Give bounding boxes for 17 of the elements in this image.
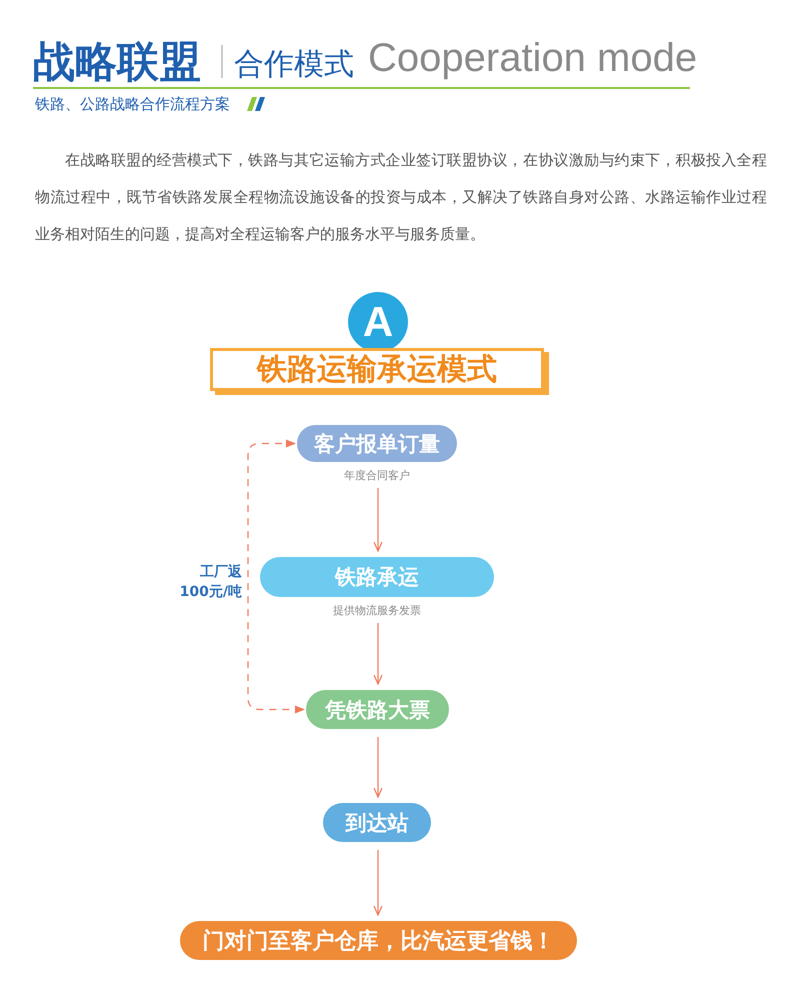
- arrow: [373, 623, 383, 685]
- result-pill: 门对门至客户仓库，比汽运更省钱！: [180, 921, 577, 960]
- node-label: 提供物流服务发票: [333, 603, 421, 618]
- section-heading: 合作模式: [234, 46, 354, 84]
- step-pill: 凭铁路大票: [306, 690, 449, 729]
- subtitle: 铁路、公路战略合作流程方案: [35, 95, 230, 114]
- page-title: 战略联盟: [33, 36, 201, 88]
- step-pill: 到达站: [323, 803, 431, 842]
- arrow: [373, 488, 383, 552]
- intro-paragraph: 在战略联盟的经营模式下，铁路与其它运输方式企业签订联盟协议，在协议激励与约束下，积极投入全程物流过程中，既节省铁路发展全程物流设施设备的投资与成本，又解决了铁路自身对公路、水路运输作业过程业务相对陌生的问题，提高对全程运输客户的服务水平与服务质量。: [35, 150, 767, 245]
- arrow: [373, 737, 383, 798]
- node-label: 年度合同客户: [344, 468, 410, 483]
- section-heading-english: Cooperation mode: [368, 36, 698, 81]
- step-pill: 铁路承运: [260, 557, 494, 597]
- arrow: [373, 850, 383, 916]
- dashed-arrow: [247, 440, 305, 714]
- step-pill: 客户报单订量: [297, 425, 457, 462]
